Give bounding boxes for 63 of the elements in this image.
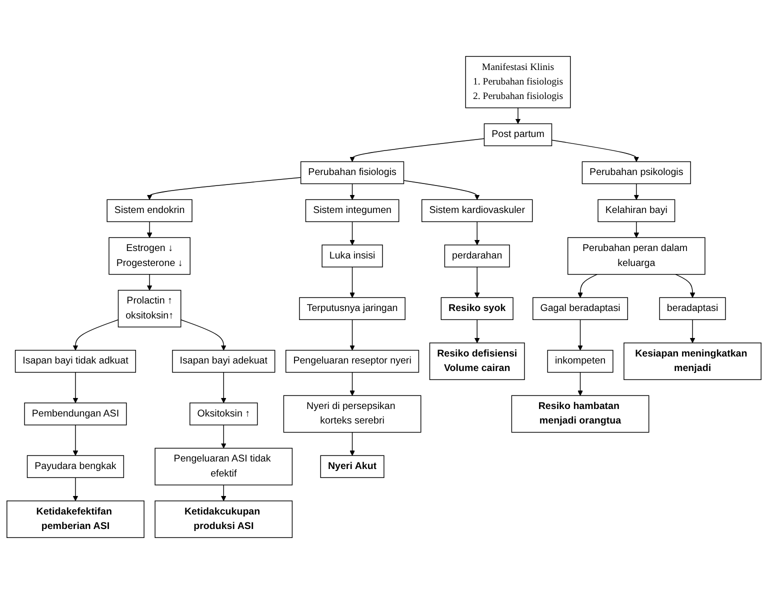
node-box: Isapan bayi adekuat <box>172 350 276 373</box>
arrow <box>72 477 78 502</box>
arrow <box>350 138 485 162</box>
node-box: Post partum <box>484 123 552 146</box>
arrow <box>675 274 696 298</box>
node-box: Isapan bayi tidak adkuat <box>14 350 136 373</box>
node-box: perdarahan <box>444 244 510 268</box>
arrow <box>72 319 119 350</box>
arrow <box>146 177 302 200</box>
node-box: Gagal beradaptasi <box>532 297 628 320</box>
node-box: Kesiapan meningkatkan menjadi <box>624 342 762 380</box>
node-box: Nyeri Akut <box>320 455 384 478</box>
arrow <box>634 183 640 200</box>
arrow <box>146 274 152 290</box>
arrow <box>72 424 78 456</box>
node-box: Pembendungan ASI <box>24 402 127 426</box>
node-box: Resiko defisiensi Volume cairan <box>429 342 525 380</box>
arrow <box>474 266 480 298</box>
arrow <box>474 221 480 246</box>
node-box: Perubahan peran dalam keluarga <box>567 237 706 275</box>
node-box: Resiko syok <box>440 297 514 320</box>
node-box: Luka insisi <box>322 244 383 268</box>
node-box: Estrogen ↓ Progesterone ↓ <box>108 237 190 275</box>
node-box: Pengeluaran ASI tidak efektif <box>154 448 293 486</box>
node-box: inkompeten <box>547 350 614 373</box>
arrow <box>220 372 226 404</box>
arrow <box>578 274 598 298</box>
node-box: Terputusnya jaringan <box>299 297 406 320</box>
node-box: Ketidakcukupan produksi ASI <box>154 500 293 538</box>
arrow <box>350 221 355 246</box>
arrow <box>578 319 583 350</box>
node-box: Oksitoksin ↑ <box>190 402 258 426</box>
arrow <box>350 266 355 298</box>
arrow <box>350 183 355 200</box>
arrow <box>72 372 78 404</box>
arrow <box>690 319 696 344</box>
node-box: beradaptasi <box>659 297 726 320</box>
arrow <box>515 107 521 124</box>
node-box: Nyeri di persepsikan korteks serebri <box>283 395 422 433</box>
node-box: Resiko hambatan menjadi orangtua <box>511 395 650 433</box>
arrow <box>220 484 226 502</box>
node-box: Payudara bengkak <box>26 455 124 478</box>
arrow <box>180 319 226 350</box>
arrow <box>403 180 480 200</box>
node-box: Sistem kardiovaskuler <box>421 199 533 222</box>
arrow <box>578 372 583 396</box>
node-box: Prolactin ↑ oksitoksin↑ <box>118 290 182 328</box>
arrow <box>634 221 640 238</box>
arrow <box>350 432 355 456</box>
node-box: Kelahiran bayi <box>598 199 676 222</box>
arrow <box>551 140 640 162</box>
node-box: Perubahan psikologis <box>582 161 691 184</box>
arrow <box>146 221 152 238</box>
node-box: Sistem integumen <box>305 199 400 222</box>
arrow <box>474 319 480 344</box>
arrow <box>220 424 226 448</box>
arrow <box>350 319 355 350</box>
node-box: Manifestasi Klinis 1. Perubahan fisiologis 2. Perubahan fisiologis <box>465 56 571 108</box>
node-box: Pengeluaran reseptor nyeri <box>285 350 420 373</box>
arrow <box>350 372 355 396</box>
node-box: Ketidakefektifan pemberian ASI <box>6 500 144 538</box>
node-box: Sistem endokrin <box>106 199 192 222</box>
node-box: Perubahan fisiologis <box>300 161 404 184</box>
